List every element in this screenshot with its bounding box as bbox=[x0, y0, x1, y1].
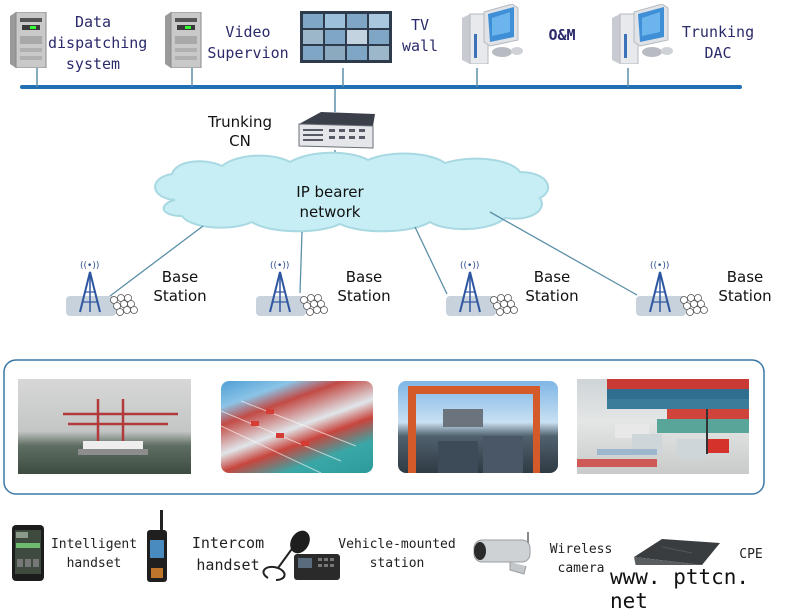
link-cloud-bs1 bbox=[109, 225, 204, 297]
cell-tower-icon: ((•)) bbox=[256, 258, 336, 318]
data-dispatching-label: Data dispatching system bbox=[48, 13, 148, 73]
server-tower-icon bbox=[163, 12, 203, 68]
om-label: O&M bbox=[548, 26, 576, 44]
link-cloud-bs2 bbox=[299, 231, 303, 294]
svg-text:((•)): ((•)) bbox=[460, 261, 479, 271]
cloud-icon bbox=[154, 151, 550, 233]
ip-bearer-network-label: IP bearer network bbox=[296, 183, 364, 221]
tv-wall-label: TV wall bbox=[401, 16, 439, 55]
smartphone-icon bbox=[12, 525, 44, 581]
gantry-crane-photo bbox=[398, 381, 558, 473]
svg-text:((•)): ((•)) bbox=[80, 261, 99, 271]
base-station-label: Base Station bbox=[337, 268, 391, 305]
video-wall-icon bbox=[300, 11, 392, 63]
vehicle-radio-icon bbox=[258, 528, 342, 586]
camera-icon bbox=[470, 530, 536, 578]
svg-text:((•)): ((•)) bbox=[270, 261, 289, 271]
server-tower-icon bbox=[8, 12, 48, 68]
port-crane-ship-photo bbox=[18, 379, 191, 474]
walkie-talkie-icon bbox=[145, 510, 169, 582]
vehicle-mounted-station-label: Vehicle-mounted station bbox=[338, 537, 456, 571]
cell-tower-icon: ((•)) bbox=[66, 258, 146, 318]
base-station-label: Base Station bbox=[718, 268, 772, 305]
wireless-camera-label: Wireless camera bbox=[549, 542, 613, 576]
desktop-computer-icon bbox=[612, 4, 674, 64]
link-cloud-bs4 bbox=[489, 211, 638, 296]
trunking-cn-label: Trunking CN bbox=[207, 113, 273, 150]
link-cloud-bs3 bbox=[414, 226, 448, 295]
diagram-canvas bbox=[3, 68, 765, 495]
rack-server-icon bbox=[295, 112, 377, 150]
video-supervision-label: Video Supervion bbox=[207, 23, 289, 62]
svg-text:((•)): ((•)) bbox=[650, 261, 669, 271]
container-terminal-aerial-photo bbox=[221, 381, 373, 473]
desktop-computer-icon bbox=[462, 4, 524, 64]
base-station-label: Base Station bbox=[153, 268, 207, 305]
cell-tower-icon: ((•)) bbox=[446, 258, 526, 318]
base-station-label: Base Station bbox=[525, 268, 579, 305]
trunking-dac-label: Trunking DAC bbox=[681, 23, 755, 62]
cpe-label: CPE bbox=[739, 547, 763, 562]
scenario-panel bbox=[3, 359, 765, 495]
watermark: www. pttcn. net bbox=[608, 565, 793, 613]
cell-tower-icon: ((•)) bbox=[636, 258, 716, 318]
intelligent-handset-label: Intelligent handset bbox=[50, 537, 138, 571]
intercom-handset-label: Intercom handset bbox=[191, 534, 265, 574]
container-yard-forklift-photo bbox=[577, 379, 749, 474]
